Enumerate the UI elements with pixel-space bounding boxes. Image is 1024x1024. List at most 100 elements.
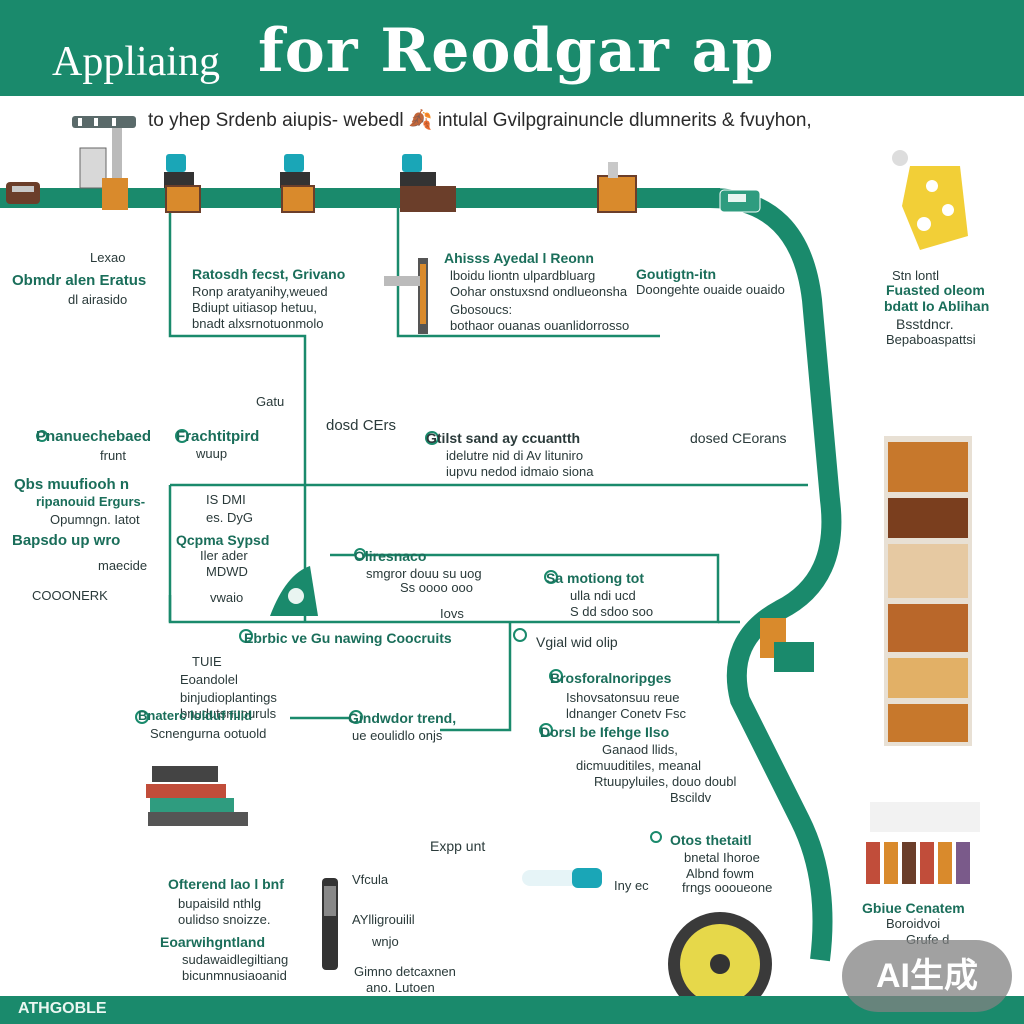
left-node-1-small: Lexao — [90, 250, 126, 265]
mid-center-5-head: dosed CEorans — [690, 430, 787, 446]
mid-center-4-line-2: iupvu nedod idmaio siona — [446, 464, 594, 479]
mid-center-4-head: Gtilst sand ay ccuantth — [426, 430, 581, 446]
mid-center-9-line-2: S dd sdoo soo — [570, 604, 654, 619]
page-title: for Reodgar ap Prnnam — [258, 16, 775, 156]
left-node-1-text: dl airasido — [68, 292, 128, 307]
bottom-node-12-head: Eoarwihgntland — [160, 934, 265, 950]
coffee-maker-icon — [400, 154, 456, 212]
mid-center-7-head: Qcpma Sypsd — [176, 532, 270, 548]
bottom-node-4-head: Bnaterc lolduf filid — [138, 708, 253, 723]
bottom-node-6-head: Brosforalnoripges — [550, 670, 672, 686]
hair-trimmer-icon — [522, 868, 602, 888]
left-node-6-text: COOONERK — [32, 588, 108, 603]
bottom-node-9-line-1: bnetal Ihoroe — [684, 850, 760, 865]
bottom-node-1-head: Ebrbic ve Gu nawing Coocruits — [244, 630, 452, 646]
title-first-word: Appliaing — [52, 39, 220, 85]
mid-center-8-line-1: smgror douu su uog — [366, 566, 482, 581]
scale-icon — [719, 189, 761, 213]
bottom-node-12-line-2: bicunmnusiaoanid — [182, 968, 287, 983]
bottom-node-6-line-1: Ishovsatonsuu reue — [566, 690, 680, 705]
mid-node-1-line-1: Ronp aratyanihy,weued — [192, 284, 328, 299]
left-node-3-text: ripanouid Ergurs- — [36, 494, 146, 509]
right-node-1-line-4: Bsstdncr. — [896, 316, 954, 332]
bottom-node-8-text: Expp unt — [430, 838, 486, 854]
mid-center-6-text: es. DyG — [206, 510, 253, 525]
mid-center-4-line-1: idelutre nid di Av lituniro — [446, 448, 584, 463]
bottom-node-7-line-3: Rtuupyluiles, douo doubl — [594, 774, 737, 789]
left-node-1-head: Obmdr alen Eratus — [12, 272, 147, 289]
bottom-node-9-line-2: Albnd fowm — [686, 866, 754, 881]
mid-center-6-small: IS DMI — [206, 492, 246, 507]
mid-center-7-small: MDWD — [206, 564, 248, 579]
mid-node-2-line-2: Oohar onstuxsnd ondlueonsha — [450, 284, 628, 299]
mid-center-10-small: Iovs — [440, 606, 464, 621]
mid-center-8-head: Oliresnaco — [354, 548, 427, 564]
footer-text: ATHGOBLE — [18, 1000, 107, 1017]
mid-node-2-line-4: bothaor ouanas ouanlidorrosso — [450, 318, 630, 333]
mid-node-1-line-2: Bdiupt uitiasop hetuu, — [192, 300, 318, 315]
mid-center-11-text: vwaio — [210, 590, 244, 605]
bottom-node-14-line-2: ano. Lutoen — [366, 980, 435, 995]
bottom-node-13-text: AYlligrouilil — [352, 912, 415, 927]
books-icon — [146, 766, 248, 826]
bottom-node-2-head: Vgial wid olip — [536, 634, 618, 650]
kitchen-shelf-icon — [884, 436, 972, 746]
bottom-node-7-line-4: Bscildv — [670, 790, 712, 805]
bottom-node-3-small: TUIE — [192, 654, 222, 669]
left-node-5-text: maecide — [98, 558, 148, 573]
bottom-node-13-head: Vfcula — [352, 872, 389, 887]
mid-center-7-text: Iler ader — [200, 548, 248, 563]
bottom-node-3-line-3: bnudutsnupuruls — [180, 706, 277, 721]
bottom-node-4-text: Scnengurna ootuold — [150, 726, 267, 741]
bottom-node-14-line-1: Gimno detcaxnen — [354, 964, 456, 979]
mid-center-2-head: Frachtitpird — [176, 428, 260, 445]
right-node-1-text: Bepaboaspattsi — [886, 332, 976, 347]
mid-node-2-line-1: lboidu liontn ulpardbluarg — [450, 268, 596, 283]
toaster-icon — [6, 182, 40, 204]
blender-icon — [79, 128, 128, 210]
right-track — [709, 188, 842, 962]
ai-generated-watermark: AI生成 — [842, 940, 1012, 1012]
bottom-node-3-line-1: Eoandolel — [180, 672, 238, 687]
bottom-node-12-line-1: sudawaidlegiltiang — [182, 952, 289, 967]
mid-node-1-line-3: bnadt alxsrnotuonmolo — [192, 316, 324, 331]
mid-node-2-line-3: Gbosoucs: — [450, 302, 513, 317]
right-node-2-line-1: Boroidvoi — [886, 916, 941, 931]
appliance-icon — [280, 154, 315, 213]
pressure-cooker-icon — [668, 912, 810, 1000]
right-node-1-line-3: bdatt Io Ablihan — [884, 298, 990, 314]
left-node-2-head: Pnanuechebaed — [36, 428, 152, 445]
mid-node-3-head: Goutigtn-itn — [636, 266, 717, 282]
mid-center-3-head: dosd CErs — [326, 417, 397, 434]
bottom-node-11-line-1: bupaisild nthlg — [178, 896, 262, 911]
bottom-node-7-line-1: Ganaod llids, — [602, 742, 678, 757]
bottom-node-10-text: Iny ec — [614, 878, 649, 893]
left-node-5-head: Bapsdo up wro — [12, 532, 121, 549]
bottom-node-9-head: Otos thetaitl — [670, 832, 752, 848]
mid-node-2-head: Ahisss Ayedal l Reonn — [444, 250, 594, 266]
left-node-4-text: Opumngn. Iatot — [50, 512, 140, 527]
water-filter-icon — [760, 618, 814, 672]
mid-center-9-line-1: ulla ndi ucd — [570, 588, 636, 603]
bottom-node-9-line-3: frngs oooueone — [682, 880, 773, 895]
juicer-icon — [164, 154, 201, 213]
mid-center-1-small: Gatu — [256, 394, 285, 409]
mid-center-8-line-2: Ss oooo ooo — [400, 580, 474, 595]
bottom-node-7-head: Dorsl be Ifehge Ilso — [540, 724, 670, 740]
bottom-node-5-head: Gindwdor trend, — [348, 710, 457, 726]
subtitle: to yhep Srdenb aiupis- webedl 🍂 intulal … — [148, 110, 812, 131]
left-node-2-text: frunt — [100, 448, 127, 463]
bottom-node-3-line-2: binjudioplantings — [180, 690, 277, 705]
right-node-1-line-1: Stn lontl — [892, 268, 939, 283]
mid-center-2-text: wuup — [196, 446, 228, 461]
bottom-node-7-line-2: dicmuuditiles, meanal — [576, 758, 702, 773]
bottom-node-5-text: ue eoulidlo onjs — [352, 728, 443, 743]
bottom-node-6-line-2: ldnanger Conetv Fsc — [566, 706, 686, 721]
mid-node-1-head: Ratosdh fecst, Grivano — [192, 266, 346, 282]
right-node-1-line-2: Fuasted oleom — [886, 282, 985, 298]
bottom-node-11-head: Ofterend lao l bnf — [168, 876, 284, 892]
mid-center-9-head: Sa motiong tot — [546, 570, 644, 586]
knife-block-icon — [866, 802, 980, 884]
mid-node-3-line-1: Doongehte ouaide ouaido — [636, 282, 785, 297]
ruler-icon — [72, 116, 136, 128]
